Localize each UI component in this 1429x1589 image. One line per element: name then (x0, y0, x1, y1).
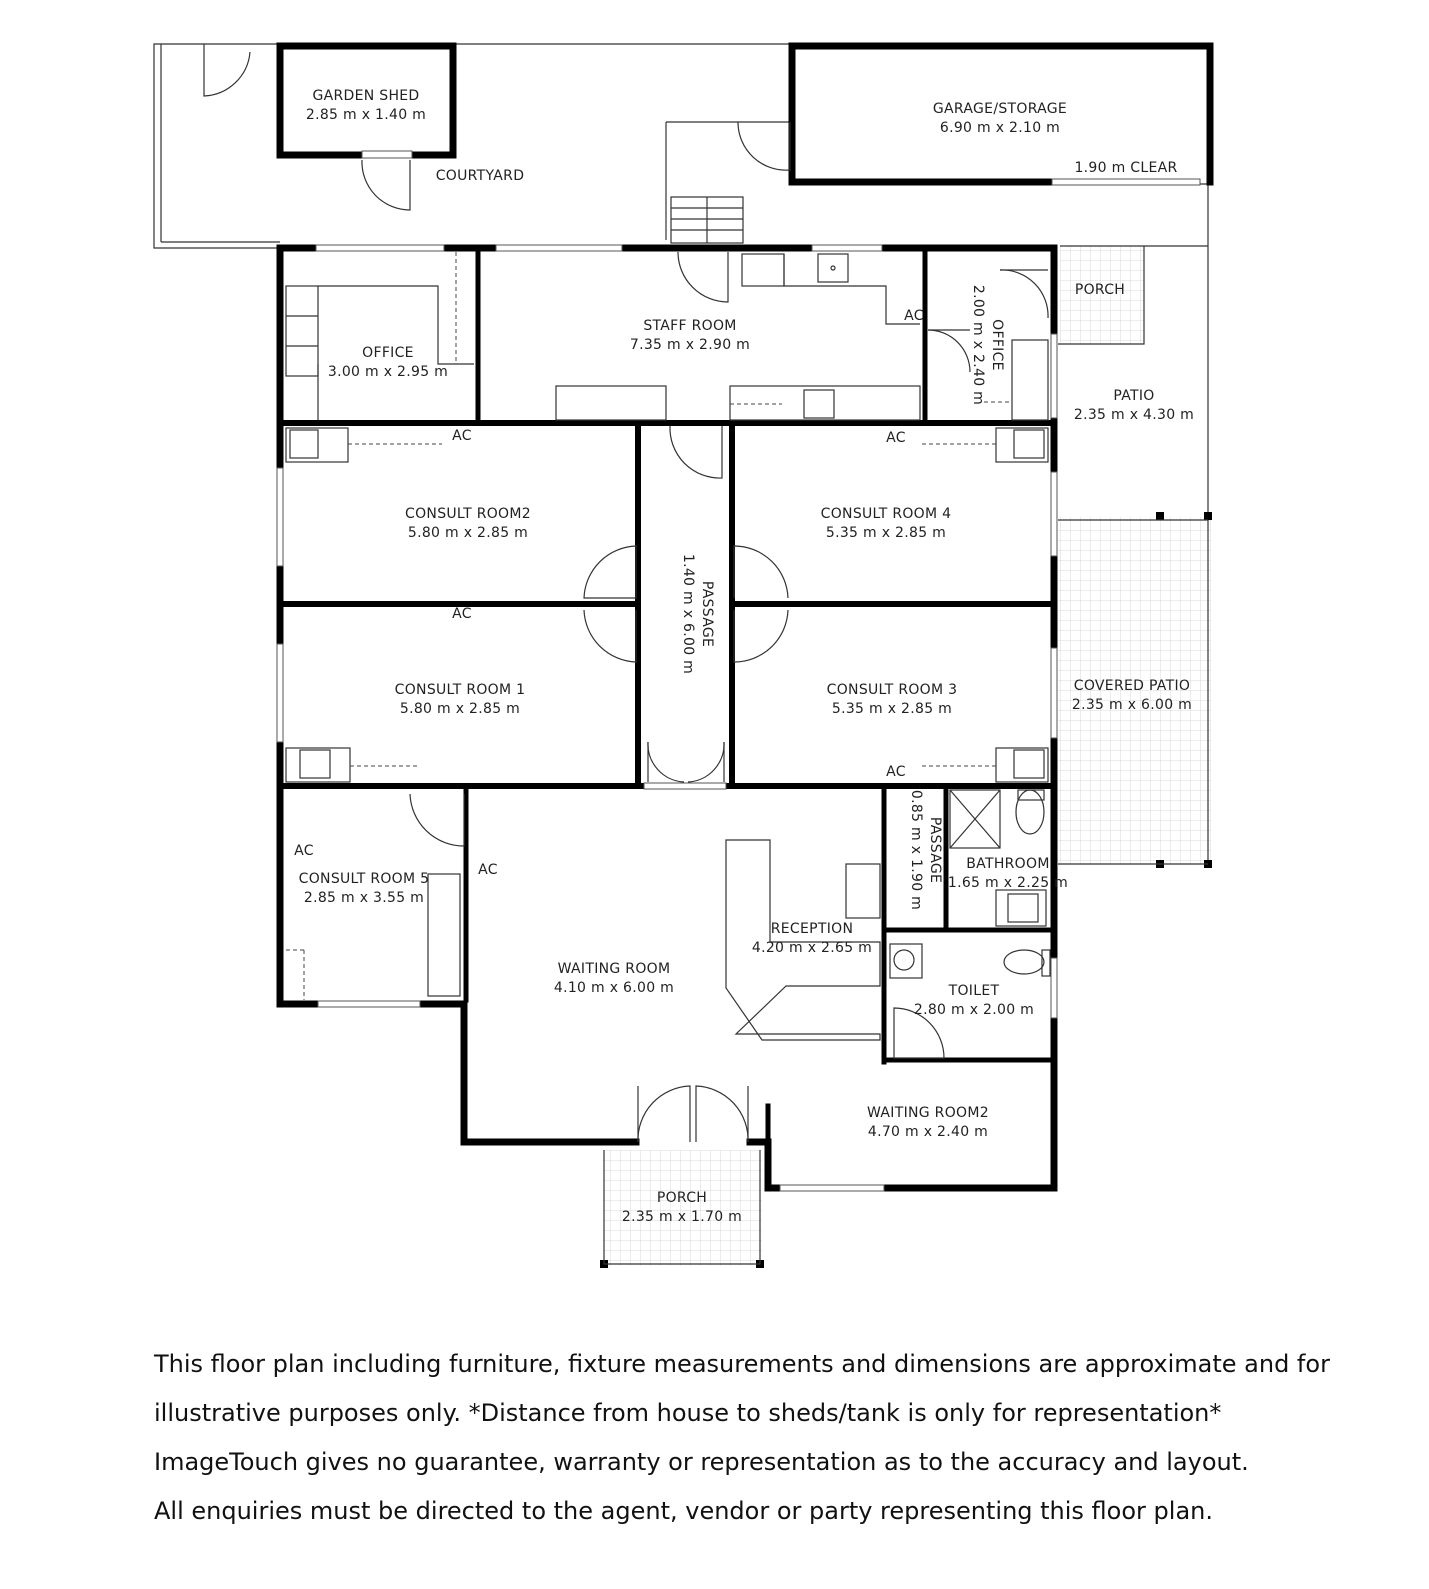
garage-clear: 1.90 m CLEAR (1074, 160, 1177, 176)
passage2-label: PASSAGE 0.85 m x 1.90 m (908, 790, 943, 910)
windows (276, 244, 1058, 1192)
bathroom-label: BATHROOM 1.65 m x 2.25 m (948, 856, 1068, 891)
courtyard-outline (153, 43, 1209, 868)
office1-dims: 3.00 m x 2.95 m (328, 364, 448, 380)
reception-dims: 4.20 m x 2.65 m (752, 940, 872, 956)
consult3-label: CONSULT ROOM 3 5.35 m x 2.85 m (827, 682, 958, 717)
consult4-name: CONSULT ROOM 4 (821, 506, 952, 522)
garage-label: GARAGE/STORAGE 6.90 m x 2.10 m 1.90 m CL… (933, 101, 1177, 176)
patio-name: PATIO (1113, 388, 1154, 404)
passage2-name: PASSAGE (927, 817, 943, 883)
passage1-label: PASSAGE 1.40 m x 6.00 m (680, 554, 715, 674)
office2-dims: 2.00 m x 2.40 m (970, 285, 986, 405)
ac-label: AC (886, 764, 906, 780)
garden-shed-walls (276, 42, 457, 159)
garage-name: GARAGE/STORAGE (933, 101, 1067, 117)
consult5-label: CONSULT ROOM 5 2.85 m x 3.55 m (299, 871, 430, 906)
consult3-name: CONSULT ROOM 3 (827, 682, 958, 698)
garden-shed-dims: 2.85 m x 1.40 m (306, 107, 426, 123)
toilet-dims: 2.80 m x 2.00 m (914, 1002, 1034, 1018)
waiting-room2-dims: 4.70 m x 2.40 m (868, 1124, 988, 1140)
porch-bottom-name: PORCH (657, 1190, 707, 1206)
porch-top-tiles (1060, 246, 1144, 344)
ac-label: AC (904, 308, 924, 324)
garden-shed-label: GARDEN SHED 2.85 m x 1.40 m (306, 88, 426, 123)
porch-bottom-dims: 2.35 m x 1.70 m (622, 1209, 742, 1225)
passage1-name: PASSAGE (699, 581, 715, 647)
fixtures (285, 252, 1051, 1041)
office1-name: OFFICE (362, 345, 414, 361)
patio-dims: 2.35 m x 4.30 m (1074, 407, 1194, 423)
porch-bottom-label: PORCH 2.35 m x 1.70 m (622, 1190, 742, 1225)
bathroom-dims: 1.65 m x 2.25 m (948, 875, 1068, 891)
disclaimer-line: ImageTouch gives no guarantee, warranty … (154, 1448, 1249, 1476)
porch-top-name: PORCH (1075, 282, 1125, 298)
covered-patio-dims: 2.35 m x 6.00 m (1072, 697, 1192, 713)
porch-bottom-tiles (604, 1150, 762, 1266)
staff-room-dims: 7.35 m x 2.90 m (630, 337, 750, 353)
reception-label: RECEPTION 4.20 m x 2.65 m (752, 921, 872, 956)
disclaimer-line: illustrative purposes only. *Distance fr… (154, 1399, 1222, 1427)
covered-patio-label: COVERED PATIO 2.35 m x 6.00 m (1072, 678, 1192, 713)
floor-plan: GARDEN SHED 2.85 m x 1.40 m COURTYARD GA… (153, 42, 1214, 1268)
disclaimer-line: This floor plan including furniture, fix… (154, 1350, 1330, 1378)
consult3-dims: 5.35 m x 2.85 m (832, 701, 952, 717)
passage2-dims: 0.85 m x 1.90 m (908, 790, 924, 910)
waiting-room-label: WAITING ROOM 4.10 m x 6.00 m (554, 961, 674, 996)
consult4-dims: 5.35 m x 2.85 m (826, 525, 946, 541)
disclaimer-line: All enquiries must be directed to the ag… (154, 1497, 1213, 1525)
porch-edges (603, 246, 1208, 1265)
ac-label: AC (452, 606, 472, 622)
interior-walls (277, 249, 1057, 1065)
toilet-name: TOILET (948, 983, 1000, 999)
disclaimer: This floor plan including furniture, fix… (154, 1340, 1354, 1536)
consult1-label: CONSULT ROOM 1 5.80 m x 2.85 m (395, 682, 526, 717)
reception-name: RECEPTION (771, 921, 854, 937)
consult5-dims: 2.85 m x 3.55 m (304, 890, 424, 906)
stairs (670, 196, 744, 244)
consult2-dims: 5.80 m x 2.85 m (408, 525, 528, 541)
toilet-label: TOILET 2.80 m x 2.00 m (914, 983, 1034, 1018)
ac-label: AC (452, 428, 472, 444)
office2-label: OFFICE 2.00 m x 2.40 m (970, 285, 1005, 405)
waiting-room2-name: WAITING ROOM2 (867, 1105, 989, 1121)
office1-label: OFFICE 3.00 m x 2.95 m (328, 345, 448, 380)
consult4-label: CONSULT ROOM 4 5.35 m x 2.85 m (821, 506, 952, 541)
passage1-dims: 1.40 m x 6.00 m (680, 554, 696, 674)
doors (203, 44, 1049, 1143)
exterior-walls (276, 244, 1058, 1192)
waiting-room2-label: WAITING ROOM2 4.70 m x 2.40 m (867, 1105, 989, 1140)
garden-shed-name: GARDEN SHED (312, 88, 419, 104)
ac-markers: AC AC AC AC AC AC AC (294, 308, 924, 878)
consult5-name: CONSULT ROOM 5 (299, 871, 430, 887)
consult2-label: CONSULT ROOM2 5.80 m x 2.85 m (405, 506, 531, 541)
waiting-room-dims: 4.10 m x 6.00 m (554, 980, 674, 996)
consult2-name: CONSULT ROOM2 (405, 506, 531, 522)
consult1-name: CONSULT ROOM 1 (395, 682, 526, 698)
bathroom-name: BATHROOM (966, 856, 1049, 872)
ac-label: AC (294, 843, 314, 859)
consult1-dims: 5.80 m x 2.85 m (400, 701, 520, 717)
covered-patio-name: COVERED PATIO (1074, 678, 1190, 694)
office2-name: OFFICE (989, 319, 1005, 371)
garage-dims: 6.90 m x 2.10 m (940, 120, 1060, 136)
waiting-room-name: WAITING ROOM (558, 961, 671, 977)
staff-room-name: STAFF ROOM (643, 318, 736, 334)
ac-label: AC (478, 862, 498, 878)
courtyard-name: COURTYARD (436, 168, 525, 184)
patio-label: PATIO 2.35 m x 4.30 m (1074, 388, 1194, 423)
ac-label: AC (886, 430, 906, 446)
garage-walls (788, 42, 1214, 186)
staff-room-label: STAFF ROOM 7.35 m x 2.90 m (630, 318, 750, 353)
covered-patio-tiles (1058, 517, 1211, 864)
